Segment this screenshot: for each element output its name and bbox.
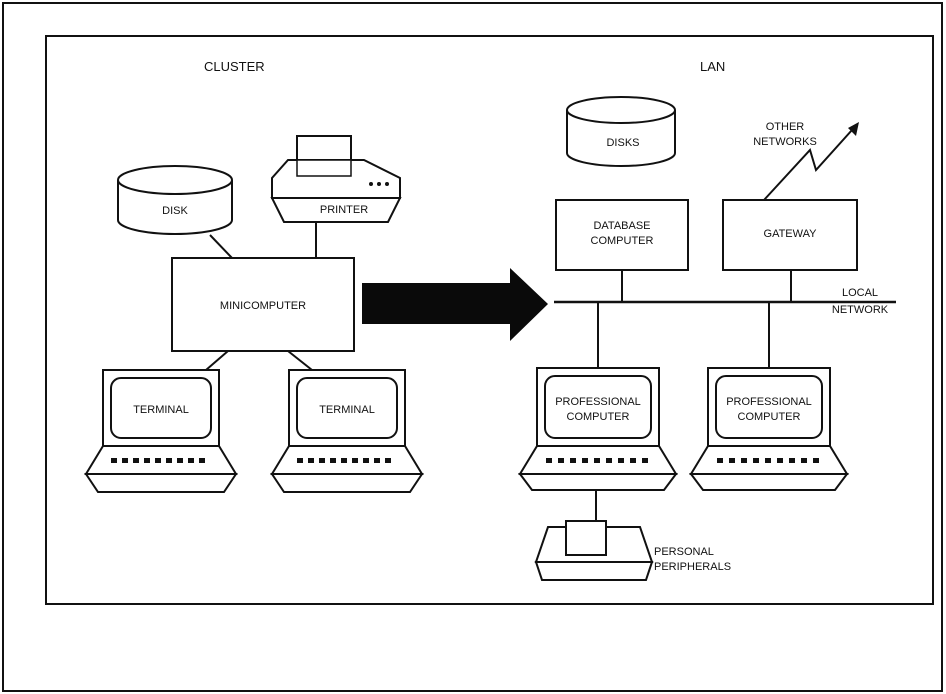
disks-icon: [566, 96, 676, 167]
gateway-label: GATEWAY: [764, 228, 818, 240]
transition-arrow-icon: [362, 268, 548, 341]
other-networks-arrow-icon: [848, 122, 859, 136]
professional-computer-1-label-line-1: PROFESSIONAL: [555, 396, 641, 408]
professional-computer-2-icon: [689, 367, 849, 491]
disk-label: DISK: [162, 205, 188, 217]
database-computer-box: [555, 199, 689, 271]
disk-connector: [209, 234, 233, 259]
disk-icon: [117, 165, 233, 235]
gateway-box: [722, 199, 858, 271]
other-networks-label-line-1: OTHER: [766, 121, 805, 133]
professional-computer-1-label-line-2: COMPUTER: [567, 411, 630, 423]
database-computer-label-line-2: COMPUTER: [591, 235, 654, 247]
other-networks-label-line-2: NETWORKS: [753, 136, 817, 148]
minicomputer-box: [171, 257, 355, 352]
figure-frame: [45, 35, 934, 605]
personal-peripherals-label-line-1: PERSONAL: [654, 546, 714, 558]
personal-peripherals-label-line-2: PERIPHERALS: [654, 561, 731, 573]
professional-computer-1-icon: [518, 367, 678, 491]
terminal-2-icon: [270, 369, 424, 493]
lan-title: LAN: [700, 59, 725, 74]
terminal-1-connector: [205, 350, 229, 371]
terminal-2-label: TERMINAL: [319, 404, 375, 416]
terminal-1-icon: [84, 369, 238, 493]
terminal-1-label: TERMINAL: [133, 404, 189, 416]
printer-label: PRINTER: [320, 204, 368, 216]
professional-computer-2-label-line-2: COMPUTER: [738, 411, 801, 423]
database-computer-label-line-1: DATABASE: [593, 220, 650, 232]
disks-label: DISKS: [606, 137, 639, 149]
cluster-title: CLUSTER: [204, 59, 265, 74]
local-network-label-line-1: LOCAL: [842, 287, 878, 299]
printer-icon: [270, 135, 402, 223]
terminal-2-connector: [287, 350, 313, 371]
local-network-label-line-2: NETWORK: [832, 304, 889, 316]
professional-computer-2-label-line-1: PROFESSIONAL: [726, 396, 812, 408]
minicomputer-label: MINICOMPUTER: [220, 300, 306, 312]
personal-peripherals-icon: [534, 520, 654, 581]
other-networks-link: [763, 129, 853, 201]
